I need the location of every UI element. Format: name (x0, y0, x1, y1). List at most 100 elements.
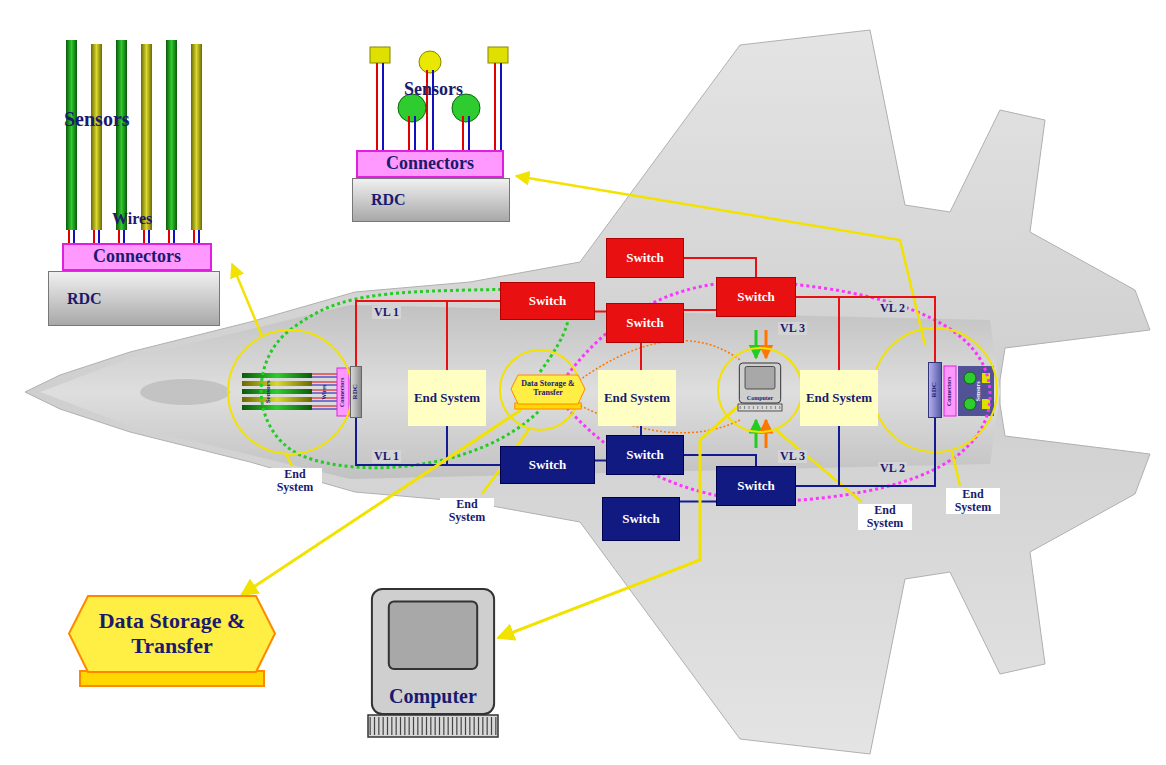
keyboard-stroke (487, 717, 488, 735)
computer-shape (738, 362, 782, 412)
connector-box: Connectors (356, 150, 504, 178)
keyboard-stroke (474, 717, 475, 735)
part-label: VL 1 (372, 306, 401, 319)
rdc-box: RDC (928, 362, 942, 418)
wire (93, 230, 95, 244)
node-text: Switch (626, 316, 664, 330)
keyboard-stroke (378, 717, 379, 735)
sensor-bar (66, 40, 77, 230)
rdc-box: RDC (350, 366, 362, 418)
wire (468, 116, 470, 151)
wire (148, 230, 150, 244)
virtual-links (261, 281, 990, 501)
callout-label: End System (946, 488, 1000, 514)
mini-label: Connectors (340, 377, 347, 406)
sensor-bar (242, 389, 312, 394)
node-text: End System (414, 391, 480, 405)
keyboard-stroke (749, 406, 750, 409)
wire (312, 406, 337, 407)
switch-box: Switch (606, 435, 684, 475)
wire (118, 230, 120, 244)
wire (312, 382, 337, 383)
wire (414, 116, 416, 151)
keyboard-stroke (757, 406, 758, 409)
sensor-panel (958, 366, 994, 416)
node-text: RDC (352, 384, 360, 399)
node-text: Computer (389, 685, 477, 707)
computer-body (739, 363, 780, 403)
node-text: Switch (529, 294, 567, 308)
keyboard-stroke (762, 406, 763, 409)
keyboard-stroke (452, 717, 453, 735)
keyboard-stroke (469, 717, 470, 735)
virtual-link-orange (560, 341, 740, 433)
wire (382, 63, 384, 151)
connector-block (337, 368, 349, 416)
node-text: End System (806, 391, 872, 405)
connector-box: Connectors (62, 243, 212, 271)
wire (312, 409, 337, 410)
storage-body (69, 596, 275, 672)
rdc-box: RDC (48, 271, 220, 326)
wire (173, 230, 175, 244)
leader-arrow (232, 264, 262, 336)
aircraft-silhouette (25, 30, 1150, 754)
node-text: RDC (371, 191, 406, 209)
wire (73, 230, 75, 244)
sensor-round (964, 398, 976, 410)
computer-screen (745, 367, 775, 390)
network-link (684, 455, 756, 466)
keyboard-stroke (461, 717, 462, 735)
computer-base (368, 715, 498, 737)
node-text: Connectors (93, 247, 181, 267)
keyboard-stroke (456, 717, 457, 735)
end-system-box: End System (598, 370, 676, 426)
sensor-round (964, 372, 976, 384)
callout-circle (718, 348, 802, 432)
wire (500, 63, 502, 151)
mini-label: Wires (322, 384, 329, 399)
network-link (595, 460, 606, 462)
keyboard-stroke (766, 406, 767, 409)
network-link (640, 426, 642, 435)
wire (312, 401, 337, 402)
sensor-bar (116, 40, 127, 230)
part-label: VL 3 (778, 322, 807, 335)
mini-label: Sensors (264, 381, 272, 404)
keyboard-stroke (422, 717, 423, 735)
callout-leaders (232, 176, 960, 502)
node-text: End System (604, 391, 670, 405)
part-label: Sensors (404, 80, 463, 100)
wire (68, 230, 70, 244)
rdc-box: RDC (352, 178, 510, 222)
switch-box: Switch (716, 466, 796, 506)
switch-box: Switch (606, 238, 684, 278)
data-storage-box: Data Storage & Transfer (68, 595, 276, 687)
node-text: Switch (737, 479, 775, 493)
keyboard-stroke (404, 717, 405, 735)
storage-lip (80, 671, 264, 686)
inset-illustrations (66, 40, 994, 416)
keyboard-stroke (396, 717, 397, 735)
keyboard-stroke (391, 717, 392, 735)
computer-body (372, 589, 494, 714)
vl-arrow-green (755, 330, 758, 358)
network-link (684, 309, 716, 311)
wire (98, 230, 100, 244)
keyboard-stroke (400, 717, 401, 735)
computer-base (738, 404, 782, 411)
switch-box: Switch (500, 282, 595, 320)
part-label: Wires (112, 210, 152, 228)
node-text: Switch (737, 290, 775, 304)
mini-label: Connectors (947, 376, 954, 405)
network-link (447, 426, 500, 465)
keyboard-stroke (495, 717, 496, 735)
node-text: Computer (747, 395, 773, 402)
sensor-bar (242, 397, 312, 402)
network-link (640, 343, 642, 370)
node-text: Connectors (386, 154, 474, 174)
callout-arrow (241, 410, 520, 595)
sensor-round (419, 51, 441, 73)
vl-arrow-orange (765, 420, 768, 448)
sensor-bar (191, 44, 202, 230)
